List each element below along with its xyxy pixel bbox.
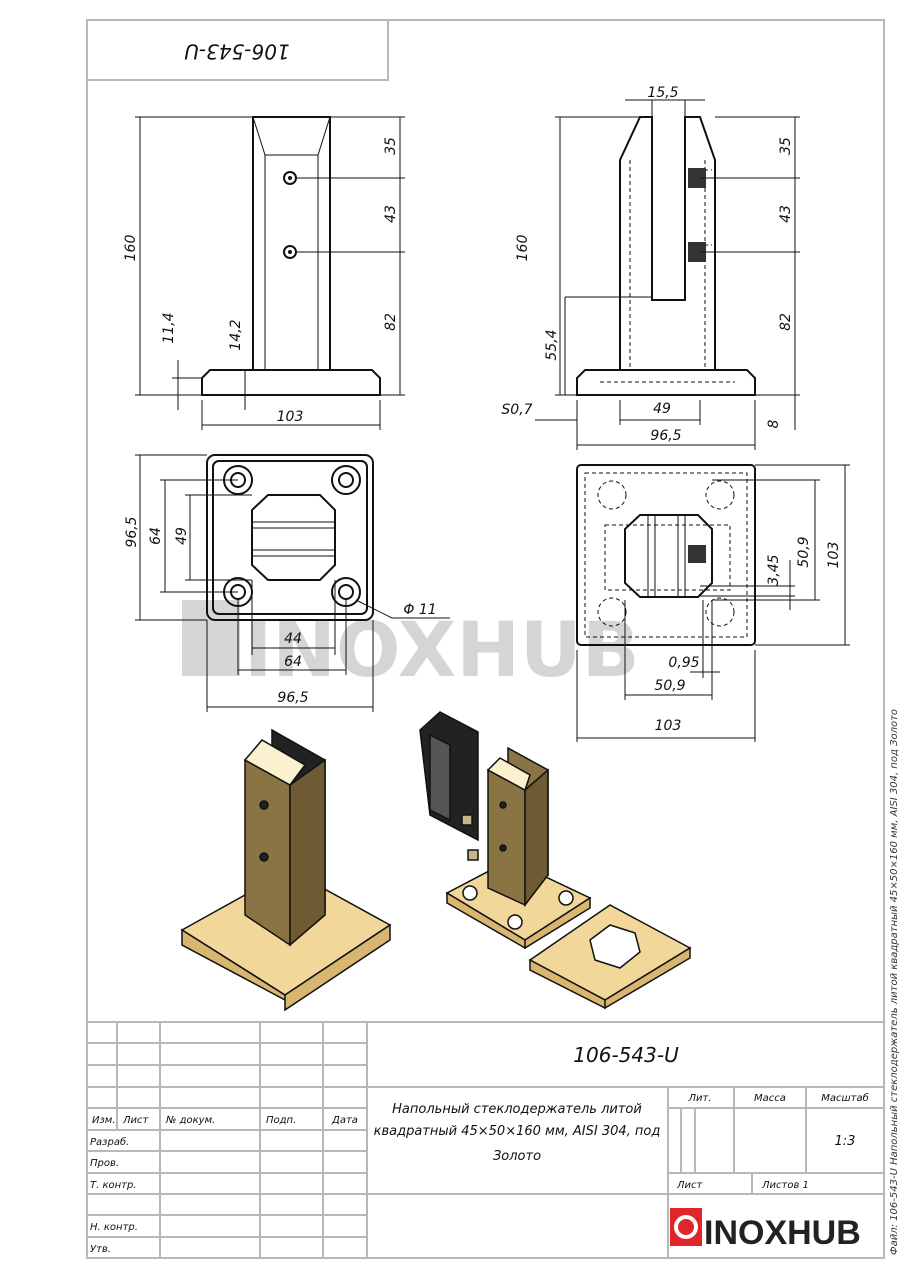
role-norm-control: Н. контр. bbox=[90, 1222, 138, 1233]
role-checker: Пров. bbox=[90, 1158, 119, 1169]
isometric-exploded bbox=[419, 711, 692, 1010]
dim-top-w96-5: 96,5 bbox=[277, 690, 308, 706]
dim-side-55-4: 55,4 bbox=[544, 329, 560, 360]
dim-bottom-w50-9: 50,9 bbox=[654, 678, 685, 694]
dim-top-64: 64 bbox=[148, 527, 164, 545]
header-izm: Изм. bbox=[92, 1115, 116, 1126]
sheet-label: Лист bbox=[676, 1180, 704, 1191]
front-view: 160 35 43 82 11,4 14,2 103 bbox=[123, 116, 405, 430]
dim-top-w64: 64 bbox=[284, 654, 302, 670]
dim-front-35: 35 bbox=[383, 137, 399, 155]
header-podp: Подп. bbox=[266, 1115, 296, 1126]
dim-side-35: 35 bbox=[778, 137, 794, 155]
dim-hole-diameter: Φ 11 bbox=[403, 602, 436, 618]
top-code: 106-543-U bbox=[184, 40, 290, 64]
dim-side-s: S0,7 bbox=[501, 402, 532, 418]
top-code-box bbox=[86, 19, 389, 81]
dim-top-44: 44 bbox=[284, 631, 302, 647]
dim-front-82: 82 bbox=[383, 313, 399, 331]
scale-value: 1:3 bbox=[835, 1134, 856, 1149]
description-line-3: Золото bbox=[493, 1149, 541, 1164]
description-line-2: квадратный 45×50×160 мм, AISI 304, под bbox=[374, 1124, 661, 1139]
file-side-note: Файл: 106-543-U Напольный стеклодержател… bbox=[889, 709, 900, 1255]
dim-bottom-0-95: 0,95 bbox=[668, 655, 699, 671]
sheets-label: Листов 1 bbox=[761, 1180, 809, 1191]
header-doc: № докум. bbox=[165, 1115, 215, 1126]
dim-side-49: 49 bbox=[653, 401, 671, 417]
dim-top-49: 49 bbox=[174, 527, 190, 545]
bottom-view: 103 50,9 3,45 0,95 50,9 103 bbox=[576, 464, 850, 742]
dim-front-14-2: 14,2 bbox=[228, 319, 244, 350]
sheet-frame bbox=[86, 19, 885, 1259]
description-line-1: Напольный стеклодержатель литой bbox=[392, 1102, 642, 1117]
dim-front-width: 103 bbox=[277, 409, 304, 425]
side-view: 15,5 160 55,4 35 43 82 8 S0,7 49 96,5 bbox=[501, 85, 800, 450]
dim-bottom-103: 103 bbox=[826, 542, 842, 569]
dim-top-96-5: 96,5 bbox=[124, 516, 140, 547]
mass-label: Масса bbox=[754, 1093, 786, 1104]
dim-front-43: 43 bbox=[383, 205, 399, 223]
header-date: Дата bbox=[331, 1115, 358, 1126]
role-developer: Разраб. bbox=[90, 1136, 129, 1148]
logo-text: INOXHUB bbox=[704, 1214, 861, 1252]
dim-side-slot: 15,5 bbox=[647, 85, 678, 101]
dim-bottom-50-9: 50,9 bbox=[796, 536, 812, 567]
top-view: 96,5 64 49 Φ 11 44 64 96,5 bbox=[124, 454, 450, 712]
designation: 106-543-U bbox=[573, 1043, 679, 1067]
header-list: Лист bbox=[122, 1115, 150, 1126]
inoxhub-logo: INOXHUB bbox=[670, 1208, 861, 1252]
dim-front-11-4: 11,4 bbox=[161, 312, 177, 343]
dim-front-height: 160 bbox=[123, 235, 139, 262]
role-tech-control: Т. контр. bbox=[90, 1180, 137, 1191]
lit-label: Лит. bbox=[687, 1093, 711, 1104]
isometric-assembled bbox=[180, 728, 392, 1012]
dim-bottom-3-45: 3,45 bbox=[766, 554, 782, 585]
dim-side-height: 160 bbox=[515, 235, 531, 262]
dim-bottom-w103: 103 bbox=[655, 718, 682, 734]
dim-side-43: 43 bbox=[778, 205, 794, 223]
dim-side-82: 82 bbox=[778, 313, 794, 331]
scale-label: Масштаб bbox=[821, 1092, 869, 1104]
dim-side-8: 8 bbox=[766, 419, 782, 428]
dim-side-96-5: 96,5 bbox=[650, 428, 681, 444]
title-block bbox=[87, 1021, 884, 1258]
role-approved: Утв. bbox=[90, 1244, 111, 1255]
